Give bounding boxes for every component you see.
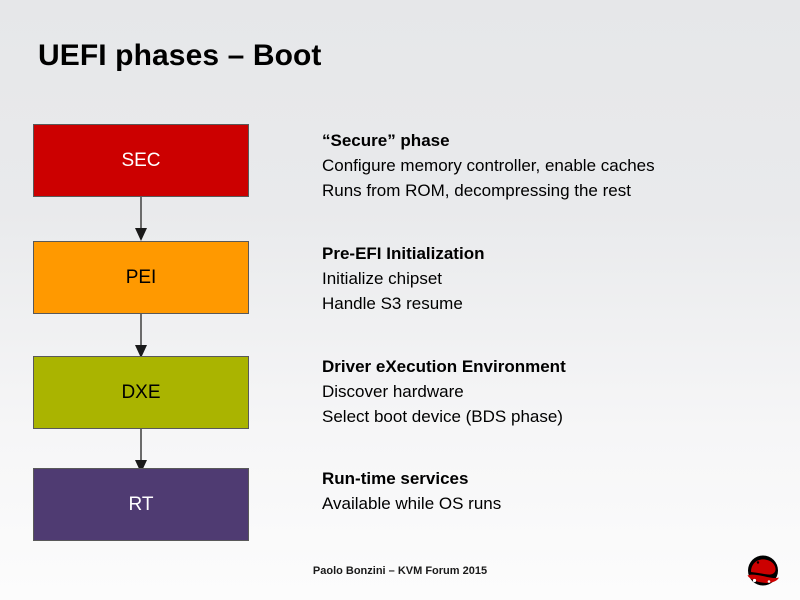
connector-sec-to-pei — [135, 197, 147, 241]
logo-highlight — [767, 580, 771, 583]
description-heading: Pre-EFI Initialization — [322, 244, 485, 263]
connector-pei-to-dxe — [135, 314, 147, 358]
phase-box-label: DXE — [121, 382, 161, 403]
arrow-head-icon — [135, 228, 147, 241]
phase-box-rt[interactable]: RT — [33, 468, 249, 541]
description-line: Initialize chipset — [322, 269, 443, 288]
page-title: UEFI phases – Boot — [38, 39, 322, 72]
phase-box-dxe[interactable]: DXE — [33, 356, 249, 429]
description-block-pei: Pre-EFI Initialization Initialize chipse… — [322, 241, 792, 316]
connector-stem — [140, 429, 142, 462]
connector-dxe-to-rt — [135, 429, 147, 473]
description-line: Handle S3 resume — [322, 294, 463, 313]
description-line: Select boot device (BDS phase) — [322, 407, 563, 426]
footer-credit: Paolo Bonzini – KVM Forum 2015 — [312, 565, 488, 577]
description-block-rt: Run-time services Available while OS run… — [322, 466, 792, 516]
description-block-sec: “Secure” phase Configure memory controll… — [322, 128, 792, 203]
connector-stem — [140, 314, 142, 347]
description-heading: Driver eXecution Environment — [322, 357, 566, 376]
phase-box-sec[interactable]: SEC — [33, 124, 249, 197]
description-line: Discover hardware — [322, 382, 464, 401]
connector-stem — [140, 197, 142, 230]
red-hat-shadowman-logo — [742, 552, 784, 590]
description-line: Runs from ROM, decompressing the rest — [322, 181, 631, 200]
phase-box-label: PEI — [125, 267, 157, 288]
description-block-dxe: Driver eXecution Environment Discover ha… — [322, 354, 792, 429]
description-heading: “Secure” phase — [322, 131, 450, 150]
phase-box-label: SEC — [121, 150, 161, 171]
phase-box-pei[interactable]: PEI — [33, 241, 249, 314]
logo-highlight — [752, 578, 757, 583]
phase-box-label: RT — [128, 494, 154, 515]
arrow-head-icon — [135, 345, 147, 358]
description-line: Configure memory controller, enable cach… — [322, 156, 655, 175]
description-heading: Run-time services — [322, 469, 469, 488]
description-line: Available while OS runs — [322, 494, 502, 513]
logo-notch — [756, 561, 760, 564]
